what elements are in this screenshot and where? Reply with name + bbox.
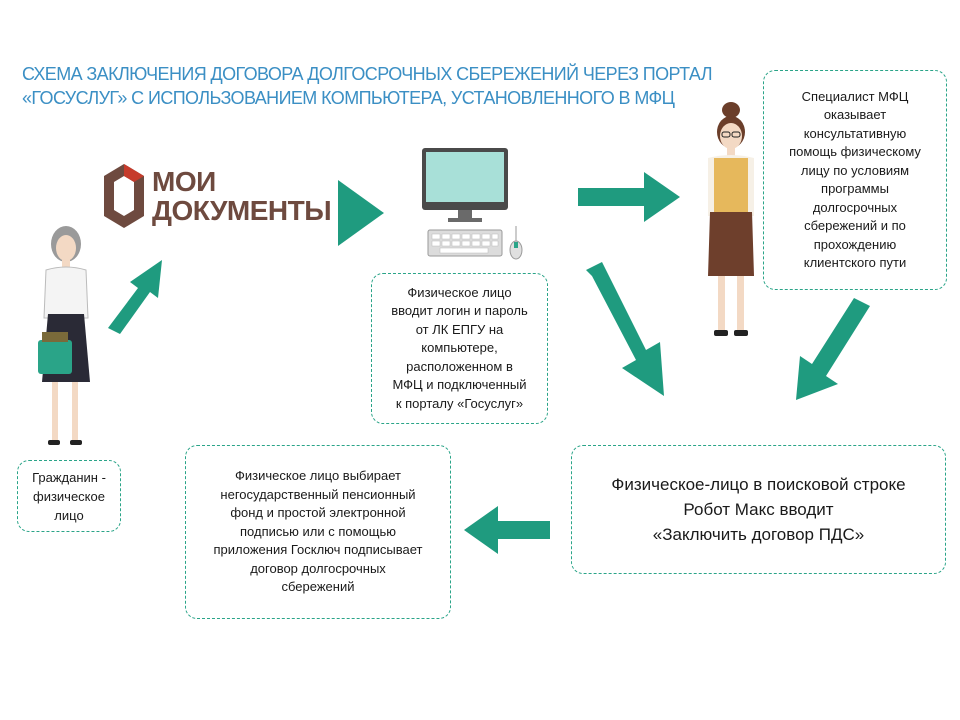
choose-line: договор долгосрочных (250, 560, 386, 576)
choose-line: сбережений (281, 579, 355, 595)
specialist-box: Специалист МФЦ оказывает консультативную… (763, 70, 947, 290)
login-box: Физическое лицо вводит логин и пароль от… (371, 273, 548, 424)
choose-line: фонд и простой электронной (230, 505, 406, 521)
specialist-line: программы (821, 181, 889, 196)
login-line: компьютере, (421, 340, 498, 356)
citizen-line: лицо (54, 507, 84, 523)
citizen-line: Гражданин - (32, 469, 106, 485)
robot-line: Физическое-лицо в поисковой строке (611, 475, 906, 494)
specialist-line: лицу по условиям (800, 162, 910, 178)
logo-line-1: МОИ (152, 166, 216, 197)
arrow-computer-to-robot-icon (586, 262, 664, 396)
specialist-line: Специалист МФЦ (801, 88, 909, 104)
robot-text: Физическое-лицо в поисковой строке Робот… (611, 472, 905, 547)
choose-line: приложения Госключ подписывает (213, 542, 423, 558)
citizen-woman-icon (38, 226, 90, 445)
choose-line: Физическое лицо выбирает (235, 468, 401, 484)
specialist-text: Специалист МФЦ оказывает консультативную… (789, 88, 921, 273)
arrow-logo-to-computer-icon (338, 180, 384, 246)
specialist-line: консультативную (803, 125, 907, 141)
specialist-line: помощь физическому (789, 144, 921, 159)
specialist-line: клиентского пути (803, 255, 907, 270)
login-text: Физическое лицо вводит логин и пароль от… (391, 284, 527, 414)
computer-icon (422, 148, 523, 260)
arrow-computer-to-specialist-icon (578, 172, 680, 222)
robot-max-box: Физическое-лицо в поисковой строке Робот… (571, 445, 946, 574)
choose-fund-box: Физическое лицо выбирает негосударственн… (185, 445, 451, 619)
login-line: вводит логин и пароль (391, 303, 528, 319)
citizen-line: физическое (33, 488, 105, 504)
choose-line: подписью или с помощью (240, 523, 396, 539)
specialist-line: сбережений и по (804, 218, 906, 233)
citizen-text: Гражданин - физическое лицо (32, 468, 106, 525)
specialist-line: прохождению (813, 236, 897, 252)
robot-line: Робот Макс вводит (683, 500, 834, 519)
login-line: расположенном в (406, 358, 513, 374)
moi-dokumenty-logo-icon (104, 164, 144, 228)
title-line-1: СХЕМА ЗАКЛЮЧЕНИЯ ДОГОВОРА ДОЛГОСРОЧНЫХ С… (22, 64, 713, 84)
title-line-2: «ГОСУСЛУГ» С ИСПОЛЬЗОВАНИЕМ КОМПЬЮТЕРА, … (22, 88, 675, 108)
login-line: от ЛК ЕПГУ на (415, 321, 504, 337)
login-line: к порталу «Госуслуг» (395, 395, 524, 411)
citizen-box: Гражданин - физическое лицо (17, 460, 121, 532)
choose-text: Физическое лицо выбирает негосударственн… (214, 467, 423, 597)
specialist-woman-icon (708, 102, 754, 336)
login-line: МФЦ и подключенный (392, 377, 527, 393)
login-line: Физическое лицо (407, 284, 512, 300)
specialist-line: оказывает (823, 107, 887, 122)
arrow-specialist-to-robot-icon (796, 298, 870, 400)
logo-line-2: ДОКУМЕНТЫ (152, 195, 332, 226)
diagram-title: СХЕМА ЗАКЛЮЧЕНИЯ ДОГОВОРА ДОЛГОСРОЧНЫХ С… (22, 62, 722, 110)
arrow-robot-to-choose-icon (464, 506, 550, 554)
arrow-citizen-to-logo-icon (108, 260, 162, 334)
robot-line: «Заключить договор ПДС» (652, 525, 865, 544)
specialist-line: долгосрочных (812, 199, 898, 215)
choose-line: негосударственный пенсионный (220, 486, 416, 502)
logo-text: МОИ ДОКУМЕНТЫ (152, 166, 332, 226)
